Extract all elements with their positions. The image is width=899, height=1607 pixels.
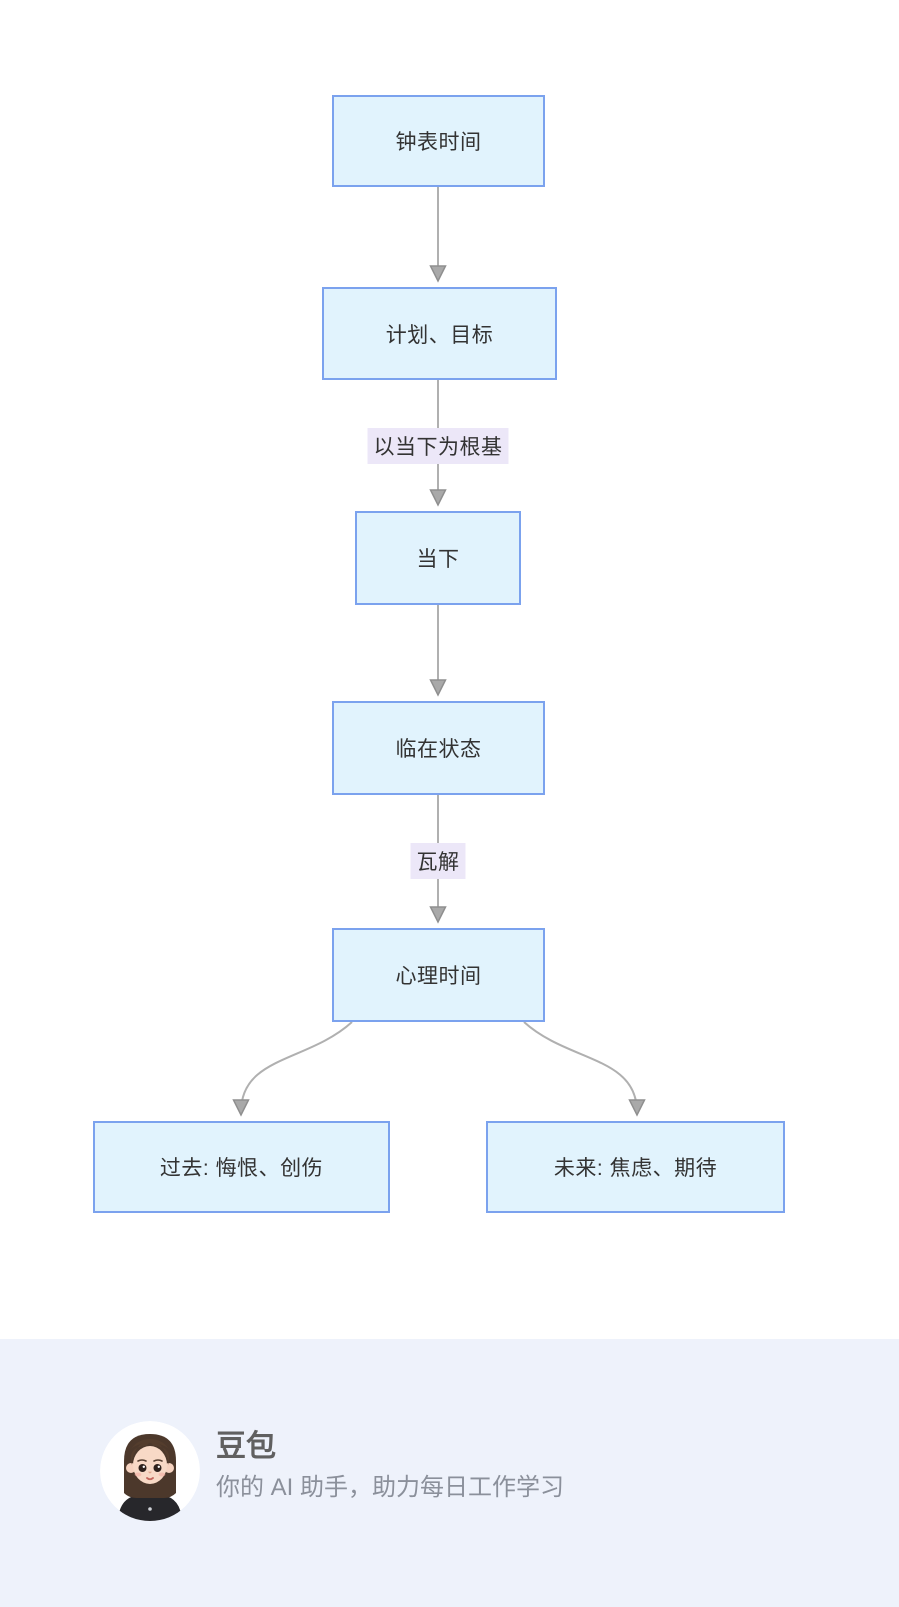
brand-name: 豆包 <box>216 1430 276 1463</box>
node-presence-state: 临在状态 <box>332 701 545 795</box>
node-present: 当下 <box>355 511 521 605</box>
doubao-girl-avatar-image <box>100 1421 200 1521</box>
edge-label-rooted-in-present: 以当下为根基 <box>367 428 509 464</box>
edge-label-disintegrate: 瓦解 <box>410 843 466 879</box>
brand-tagline: 你的 AI 助手，助力每日工作学习 <box>216 1474 565 1501</box>
node-psych-time: 心理时间 <box>332 928 545 1022</box>
doubao-avatar <box>100 1421 200 1521</box>
node-plans-goals: 计划、目标 <box>322 287 557 380</box>
brand-text-block: 豆包 你的 AI 助手，助力每日工作学习 <box>216 1429 564 1503</box>
brand-footer: 豆包 你的 AI 助手，助力每日工作学习 <box>0 1339 899 1607</box>
edge-psych-to-future <box>523 1021 637 1112</box>
node-past: 过去: 悔恨、创伤 <box>93 1121 390 1213</box>
node-future: 未来: 焦虑、期待 <box>486 1121 785 1213</box>
edge-psych-to-past <box>241 1021 353 1112</box>
node-clock-time: 钟表时间 <box>332 95 545 187</box>
